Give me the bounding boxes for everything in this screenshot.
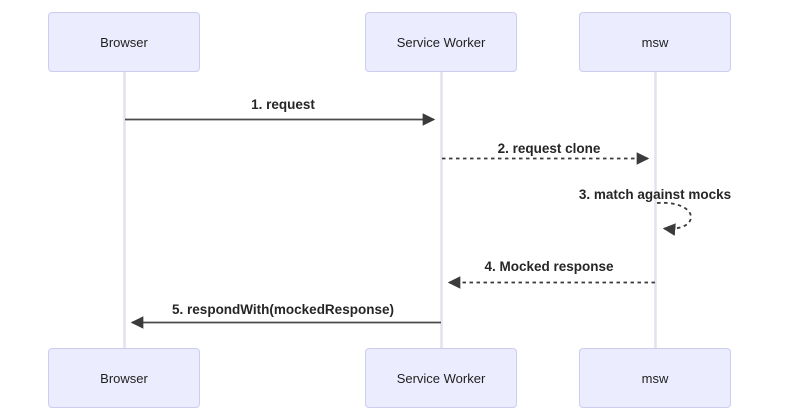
message-arrow-3-selfloop xyxy=(656,202,692,236)
participant-box-msw-bottom[interactable]: msw xyxy=(579,348,731,408)
participant-box-browser-top[interactable]: Browser xyxy=(48,12,200,72)
participant-label-msw-bottom: msw xyxy=(641,370,669,386)
participant-box-msw-top[interactable]: msw xyxy=(579,12,731,72)
message-label-2: 2. request clone xyxy=(497,141,601,156)
participant-box-service-worker-bottom[interactable]: Service Worker xyxy=(365,348,517,408)
participant-box-service-worker-top[interactable]: Service Worker xyxy=(365,12,517,72)
participant-label-service-worker-bottom: Service Worker xyxy=(396,370,486,386)
message-label-5: 5. respondWith(mockedResponse) xyxy=(172,302,394,317)
participant-box-browser-bottom[interactable]: Browser xyxy=(48,348,200,408)
message-label-1: 1. request xyxy=(251,97,315,112)
message-label-4: 4. Mocked response xyxy=(484,259,614,274)
participant-label-service-worker-top: Service Worker xyxy=(396,34,486,50)
participant-label-msw-top: msw xyxy=(641,34,669,50)
participant-label-browser-top: Browser xyxy=(100,34,148,50)
lifelines xyxy=(123,72,657,348)
participant-label-browser-bottom: Browser xyxy=(100,370,148,386)
message-label-3: 3. match against mocks xyxy=(578,187,732,202)
